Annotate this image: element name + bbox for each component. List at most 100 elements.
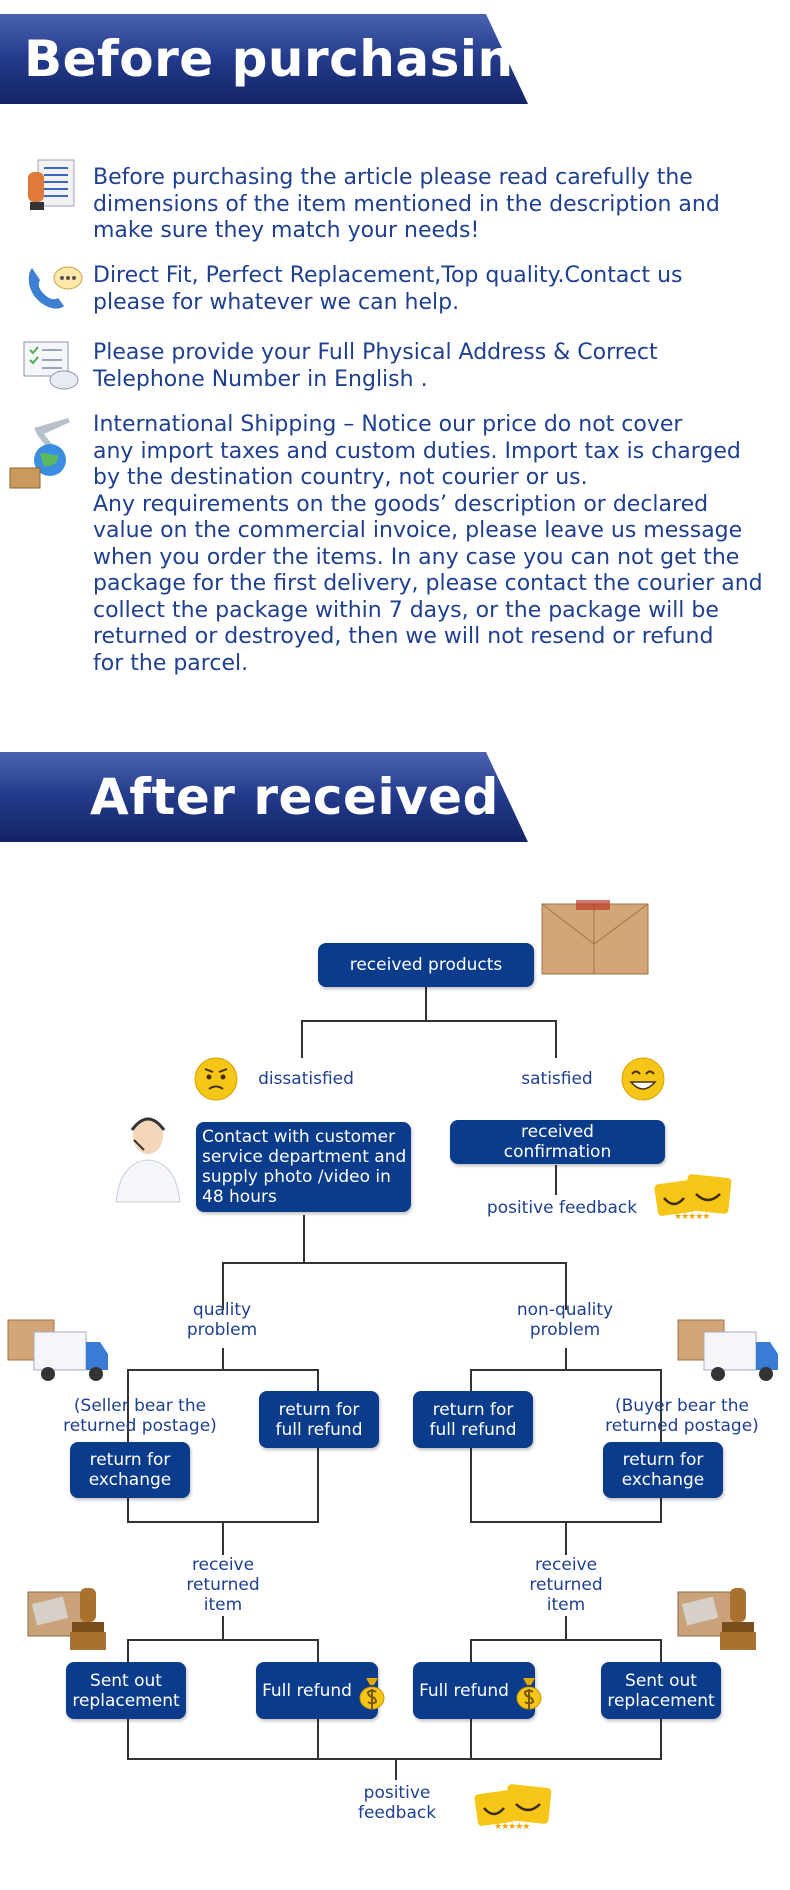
non-quality-problem-label: non-quality problem [505,1300,625,1340]
notice-line: make sure they match your needs! [93,218,480,243]
label-line: item [546,1595,586,1615]
feedback-smiley-icon: ★★★★★ [652,1172,734,1234]
worried-face-icon [193,1056,239,1106]
box-line: Sent out [90,1670,162,1691]
happy-face-icon [620,1056,666,1106]
box-line: return for [89,1450,171,1470]
box-line: return for [278,1399,360,1420]
label-line: returned postage) [63,1416,217,1436]
received-confirmation-box: received confirmation [450,1120,665,1164]
notice-line: when you order the items. In any case yo… [93,544,740,570]
customer-service-agent-icon [110,1110,186,1208]
return-full-refund-box: return for full refund [259,1391,379,1448]
box-line: Sent out [625,1670,697,1691]
sent-out-replacement-box: Sent out replacement [601,1662,721,1719]
full-refund-box: Full refund [256,1662,378,1719]
notice-line: returned or destroyed, then we will not … [93,624,714,649]
label-line: returned postage) [605,1416,759,1436]
dissatisfied-label: dissatisfied [258,1069,354,1089]
label-line: (Seller bear the [73,1396,207,1416]
notice-line: any import taxes and custom duties. Impo… [93,438,741,464]
notice-3-text: Please provide your Full Physical Addres… [93,340,658,393]
quality-problem-label: quality problem [170,1300,274,1340]
full-refund-label: Full refund [262,1680,352,1701]
box-line: return for [622,1450,704,1470]
label-line: (Buyer bear the [615,1396,749,1416]
notice-4-text: International Shipping – Notice our pric… [93,412,763,677]
label-line: positive [363,1783,431,1803]
return-full-refund-box: return for full refund [413,1391,533,1448]
box-line: Contact with customer [202,1127,396,1147]
phone-chat-icon [24,262,84,318]
notice-line: collect the package within 7 days, or th… [93,597,719,623]
document-icon [26,158,78,218]
return-exchange-box: return for exchange [603,1442,723,1498]
full-refund-box: Full refund [413,1662,535,1719]
box-line: replacement [72,1690,180,1711]
notice-2-text: Direct Fit, Perfect Replacement,Top qual… [93,263,682,316]
box-line: 48 hours [202,1187,277,1207]
notice-line: package for the first delivery, please c… [93,571,763,596]
return-exchange-box: return for exchange [70,1442,190,1498]
notice-line: Before purchasing the article please rea… [93,165,693,190]
money-bag-icon [515,1676,543,1714]
after-received-title: After received [90,768,499,826]
notice-line: value on the commercial invoice, please … [93,518,743,543]
positive-feedback-final-label: positive feedback [343,1783,451,1823]
box-line: confirmation [503,1142,612,1162]
delivery-truck-icon [6,1318,112,1392]
money-bag-icon [358,1676,386,1714]
notice-line: Any requirements on the goods’ descripti… [93,491,709,517]
notice-line: Direct Fit, Perfect Replacement,Top qual… [93,263,683,288]
box-line: replacement [607,1690,715,1711]
buyer-postage-label: (Buyer bear the returned postage) [594,1396,770,1436]
sent-out-replacement-box: Sent out replacement [66,1662,186,1719]
postal-stamp-icon [676,1586,762,1660]
label-line: problem [186,1320,258,1340]
label-line: receive [534,1555,598,1575]
label-line: returned [186,1575,260,1595]
notice-line: Telephone Number in English . [93,366,428,392]
before-purchasing-title: Before purchasing [24,30,550,88]
rating-stars: ★★★★★ [494,1822,530,1832]
label-line: feedback [357,1803,437,1823]
box-line: received [521,1122,594,1142]
package-box-icon [540,898,652,982]
receive-returned-item-label: receive returned item [514,1555,618,1615]
before-purchasing-banner: Before purchasing [0,14,549,104]
received-products-box: received products [318,943,534,987]
label-line: returned [529,1575,603,1595]
box-line: return for [432,1399,514,1420]
computer-icon [20,338,84,396]
received-products-label: received products [349,955,503,975]
box-line: full refund [429,1419,517,1440]
notice-line: Please provide your Full Physical Addres… [93,340,658,365]
notice-line: International Shipping – Notice our pric… [93,412,683,437]
label-line: non-quality [516,1300,614,1320]
shipping-icon [8,414,82,496]
notice-line: by the destination country, not courier … [93,465,588,490]
after-received-banner: After received [0,752,528,842]
notice-line: please for whatever we can help. [93,289,460,315]
label-line: item [203,1595,243,1615]
feedback-smiley-icon: ★★★★★ [472,1782,554,1844]
satisfied-label: satisfied [521,1069,593,1089]
box-line: exchange [88,1470,172,1490]
box-line: exchange [621,1470,705,1490]
full-refund-label: Full refund [419,1680,509,1701]
box-line: full refund [275,1419,363,1440]
notice-1-text: Before purchasing the article please rea… [93,165,720,245]
label-line: receive [191,1555,255,1575]
label-line: quality [192,1300,252,1320]
positive-feedback-label: positive feedback [486,1198,638,1218]
label-line: problem [529,1320,601,1340]
notice-line: dimensions of the item mentioned in the … [93,191,720,217]
postal-stamp-icon [26,1586,112,1660]
box-line: service department and [202,1147,407,1167]
notice-line: for the parcel. [93,650,249,676]
delivery-truck-icon [676,1318,782,1392]
box-line: supply photo /video in [202,1167,391,1187]
receive-returned-item-label: receive returned item [171,1555,275,1615]
contact-customer-service-box: Contact with customer service department… [196,1122,411,1212]
rating-stars: ★★★★★ [674,1212,710,1222]
